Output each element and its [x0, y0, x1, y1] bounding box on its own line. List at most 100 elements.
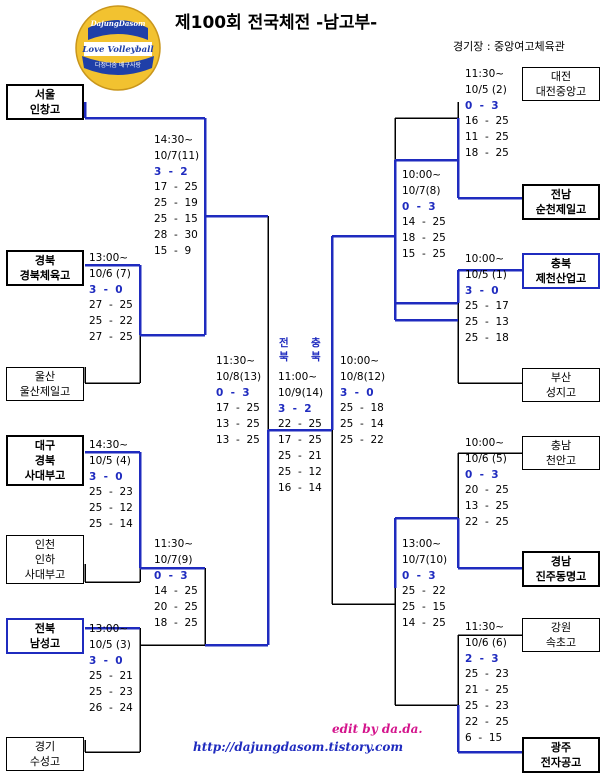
team-region: 경북: [34, 254, 56, 267]
team-school: 속초고: [545, 636, 577, 649]
set-score: 18 - 25: [402, 232, 446, 245]
game-time: 10:00~: [465, 253, 505, 265]
game-date: 10/6 (7): [89, 267, 131, 280]
set-score: 25 - 23: [89, 486, 133, 499]
credit-url[interactable]: http://dajungdasom.tistory.com: [193, 740, 404, 754]
game-score: 3 - 0: [465, 284, 499, 297]
team-seoul: 서울 인창고: [6, 84, 84, 120]
team-region: 부산: [550, 371, 572, 384]
team-jeonnam: 전남 순천제일고: [522, 184, 600, 220]
set-score: 22 - 25: [465, 715, 509, 728]
team-region: 울산: [34, 370, 56, 383]
team-busan: 부산 성지고: [522, 368, 600, 402]
set-score: 13 - 25: [216, 418, 260, 431]
game-date: 10/7(9): [154, 553, 193, 566]
set-score: 13 - 25: [216, 433, 260, 446]
team-school: 남성고: [29, 637, 61, 650]
set-score: 16 - 25: [465, 115, 509, 128]
game-score: 0 - 3: [402, 569, 436, 582]
love-volleyball-logo: DajungDasom Love Volleyball 다정다솜 배구사랑: [75, 5, 161, 91]
game-time: 13:00~: [402, 538, 442, 550]
game-time: 13:00~: [89, 252, 129, 264]
set-score: 18 - 25: [465, 146, 509, 159]
team-region: 경남: [550, 555, 572, 568]
team-school: 수성고: [29, 755, 61, 768]
game-time: 11:30~: [154, 538, 194, 550]
team-jeonbuk: 전북 남성고: [6, 618, 84, 654]
game-time: 14:30~: [154, 134, 194, 146]
team-gyeongbuk: 경북 경북체육고: [6, 250, 84, 286]
team-school: 사대부고: [24, 568, 66, 581]
set-score: 11 - 25: [465, 131, 509, 144]
set-score: 25 - 14: [89, 517, 133, 530]
game-date: 10/5 (3): [89, 638, 131, 651]
game-score: 0 - 3: [216, 386, 250, 399]
set-score: 13 - 25: [465, 500, 509, 513]
team-daejeon: 대전 대전중앙고: [522, 67, 600, 101]
team-school: 울산제일고: [19, 385, 71, 398]
game-time: 11:30~: [216, 355, 256, 367]
set-score: 28 - 30: [154, 228, 198, 241]
set-score: 25 - 13: [465, 316, 509, 329]
game-date: 10/7(8): [402, 184, 441, 197]
team-region: 서울: [34, 88, 56, 101]
logo-main-text: Love Volleyball: [81, 45, 154, 55]
team-region: 대구: [34, 439, 56, 452]
team-school: 진주동명고: [535, 570, 587, 583]
set-score: 17 - 25: [154, 181, 198, 194]
team-school: 대전중앙고: [535, 85, 587, 98]
set-score: 25 - 18: [465, 331, 509, 344]
team-region2: 인하: [34, 553, 56, 566]
set-score: 25 - 22: [89, 315, 133, 328]
set-score: 25 - 12: [278, 465, 322, 478]
team-chungnam: 충남 천안고: [522, 436, 600, 470]
game-time: 11:30~: [465, 621, 505, 633]
game-date: 10/7(11): [154, 149, 200, 162]
set-score: 25 - 22: [402, 585, 446, 598]
set-score: 25 - 21: [278, 449, 322, 462]
set-score: 27 - 25: [89, 330, 133, 343]
set-score: 25 - 17: [465, 300, 509, 313]
game-date: 10/5 (1): [465, 268, 507, 281]
set-score: 25 - 23: [465, 668, 509, 681]
game-score: 3 - 0: [89, 654, 123, 667]
team-gwangju: 광주 전자공고: [522, 737, 600, 773]
team-region: 대전: [550, 70, 572, 83]
game-time: 14:30~: [89, 439, 129, 451]
game-time: 10:00~: [340, 355, 380, 367]
game-score: 3 - 0: [340, 386, 374, 399]
set-score: 26 - 24: [89, 701, 133, 714]
set-score: 16 - 14: [278, 481, 322, 494]
team-school: 사대부고: [24, 469, 66, 482]
set-score: 22 - 25: [465, 515, 509, 528]
team-gangwon: 강원 속초고: [522, 618, 600, 652]
team-school: 천안고: [545, 454, 577, 467]
game-score: 3 - 0: [89, 283, 123, 296]
team-school: 인창고: [29, 103, 61, 116]
set-score: 22 - 25: [278, 418, 322, 431]
game-date: 10/6 (6): [465, 636, 507, 649]
set-score: 20 - 25: [465, 484, 509, 497]
set-score: 25 - 18: [340, 402, 384, 415]
set-score: 25 - 12: [89, 502, 133, 515]
set-score: 25 - 15: [402, 601, 446, 614]
credit-author: edit by da.da.: [332, 722, 423, 736]
set-score: 25 - 14: [340, 418, 384, 431]
team-daegu: 대구 경북 사대부고: [6, 435, 84, 486]
game-time: 10:00~: [402, 169, 442, 181]
set-score: 17 - 25: [216, 402, 260, 415]
venue-label: 경기장 : 중앙여고체육관: [453, 40, 565, 53]
team-school: 전자공고: [540, 756, 582, 769]
team-region: 충남: [550, 439, 572, 452]
